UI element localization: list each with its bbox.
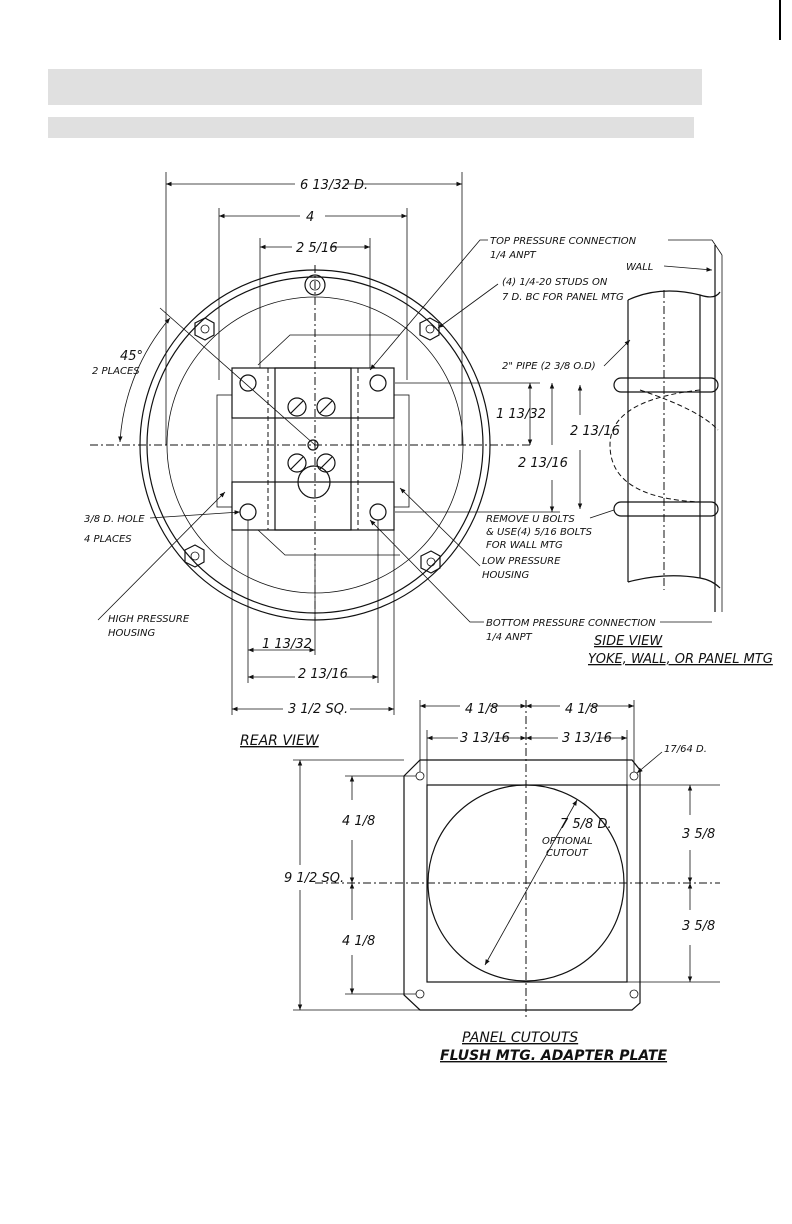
dim-2-5-16: 2 5/16 <box>296 241 338 256</box>
dim-1-13-32-bottom: 1 13/32 <box>262 637 312 652</box>
panel-cutouts: 4 1/8 4 1/8 3 13/16 3 13/16 17/64 D. 7 5… <box>284 700 720 1064</box>
bottom-connection-label: BOTTOM PRESSURE CONNECTION <box>486 618 656 629</box>
studs-bc: 7 D. BC FOR PANEL MTG <box>502 292 624 303</box>
dim-3-5-8-top: 3 5/8 <box>682 827 715 842</box>
mount-hole <box>369 374 387 392</box>
screw <box>316 397 336 417</box>
side-view: WALL 2" PIPE (2 3/8 O.D) 2 13/16 REMOVE … <box>486 239 773 667</box>
top-connection-label: TOP PRESSURE CONNECTION <box>490 236 637 247</box>
side-dim-2-13-16: 2 13/16 <box>570 424 620 439</box>
stud-nut <box>420 550 441 574</box>
hole-label: 3/8 D. HOLE <box>84 514 145 525</box>
screw <box>287 397 307 417</box>
corner-hole <box>415 989 425 999</box>
u-bolt-lower <box>613 501 719 517</box>
hole-dia-label: 17/64 D. <box>664 744 707 755</box>
subheader-bar <box>48 117 694 138</box>
optional-label: OPTIONAL <box>542 836 593 847</box>
stud-nut <box>194 317 215 341</box>
bottom-port <box>297 465 331 499</box>
dim-3-13-16-left: 3 13/16 <box>460 731 510 746</box>
top-connection-npt: 1/4 ANPT <box>490 250 537 261</box>
header-bar <box>48 69 702 105</box>
top-boss-inner <box>309 279 321 291</box>
cutout-dia-label: 7 5/8 D. <box>560 817 612 832</box>
screw <box>316 453 336 473</box>
panel-cutouts-title: PANEL CUTOUTS <box>462 1030 578 1046</box>
remove-ubolts-2: & USE(4) 5/16 BOLTS <box>486 527 593 538</box>
stud-nut <box>184 544 205 568</box>
pipe-label: 2" PIPE (2 3/8 O.D) <box>502 361 596 372</box>
hole-places: 4 PLACES <box>84 534 132 545</box>
corner-hole <box>629 771 639 781</box>
lower-bracket <box>231 481 395 531</box>
dim-4: 4 <box>306 210 314 225</box>
mount-hole <box>239 374 257 392</box>
angle-places: 2 PLACES <box>92 366 140 377</box>
u-bolt-upper <box>613 377 719 393</box>
side-view-subtitle: YOKE, WALL, OR PANEL MTG <box>588 652 773 667</box>
dim-3-5-8-bottom: 3 5/8 <box>682 919 715 934</box>
dim-3-13-16-right: 3 13/16 <box>562 731 612 746</box>
dim-6-13-32: 6 13/32 D. <box>300 178 368 193</box>
rear-view-title: REAR VIEW <box>240 733 320 749</box>
cutout-label: CUTOUT <box>546 848 589 859</box>
high-pressure-housing: HOUSING <box>108 628 155 639</box>
remove-ubolts-1: REMOVE U BOLTS <box>486 514 575 525</box>
dim-2-13-16-bottom: 2 13/16 <box>298 667 348 682</box>
studs-label: (4) 1/4-20 STUDS ON <box>502 277 608 288</box>
wall-label: WALL <box>626 262 653 273</box>
angle-45: 45° <box>120 349 143 364</box>
panel-cutouts-subtitle: FLUSH MTG. ADAPTER PLATE <box>440 1048 667 1064</box>
side-view-title: SIDE VIEW <box>594 634 663 649</box>
dim-9-1-2-sq: 9 1/2 SQ. <box>284 871 344 886</box>
mount-hole <box>239 503 257 521</box>
mount-hole <box>369 503 387 521</box>
low-pressure-housing: HOUSING <box>482 570 529 581</box>
dim-4-1-8-top-right: 4 1/8 <box>565 702 598 717</box>
rear-view: 6 13/32 D. 4 2 5/16 45° 2 PLACES 3/8 D. … <box>84 172 712 749</box>
dim-4-1-8-top-left: 4 1/8 <box>465 702 498 717</box>
dim-2-13-16-right: 2 13/16 <box>518 456 568 471</box>
corner-hole <box>629 989 639 999</box>
center-pin <box>307 439 319 451</box>
low-pressure-label: LOW PRESSURE <box>482 556 561 567</box>
stud-nut <box>419 317 440 341</box>
dim-1-13-32-right: 1 13/32 <box>496 407 546 422</box>
dim-4-1-8-vert-bottom: 4 1/8 <box>342 934 375 949</box>
dim-3-1-2-sq: 3 1/2 SQ. <box>288 702 348 717</box>
remove-ubolts-3: FOR WALL MTG <box>486 540 563 551</box>
page-corner-mark <box>779 0 781 40</box>
bottom-connection-npt: 1/4 ANPT <box>486 632 533 643</box>
dim-4-1-8-vert-top: 4 1/8 <box>342 814 375 829</box>
corner-hole <box>415 771 425 781</box>
screw <box>287 453 307 473</box>
high-pressure-label: HIGH PRESSURE <box>108 614 190 625</box>
center-block <box>274 367 352 531</box>
adapter-plate <box>403 759 641 1011</box>
top-boss <box>304 274 326 296</box>
